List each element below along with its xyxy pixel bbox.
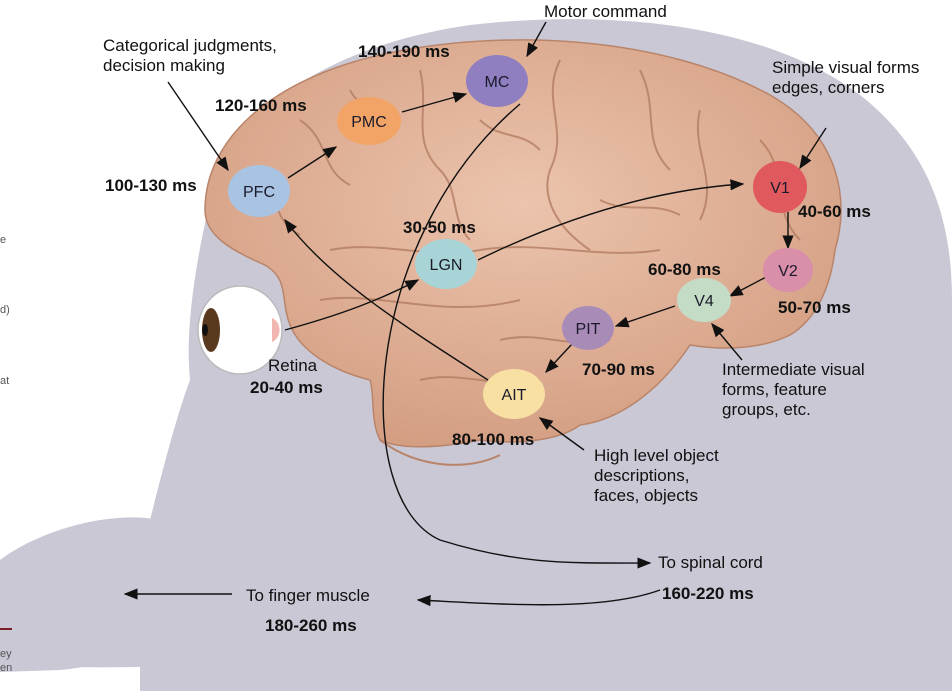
svg-text:LGN: LGN: [430, 257, 463, 274]
edge-text-fragment: e: [0, 234, 6, 247]
node-lgn: LGN: [415, 239, 477, 289]
annotation-high-level-object: High level object descriptions, faces, o…: [594, 446, 719, 506]
annotation-intermediate-visual: Intermediate visual forms, feature group…: [722, 360, 865, 420]
annotation-motor-command: Motor command: [544, 2, 667, 22]
node-pfc: PFC: [228, 165, 290, 217]
svg-text:MC: MC: [485, 74, 510, 91]
latency-pmc: 120-160 ms: [215, 96, 307, 116]
svg-text:V4: V4: [694, 293, 714, 310]
latency-pit: 70-90 ms: [582, 360, 655, 380]
annotation-categorical-judgments: Categorical judgments, decision making: [103, 36, 277, 76]
latency-mc: 140-190 ms: [358, 42, 450, 62]
node-pmc: PMC: [337, 97, 401, 145]
edge-text-fragment: ey: [0, 648, 12, 661]
annotation-simple-visual-forms: Simple visual forms edges, corners: [772, 58, 919, 98]
edge-text-fragment: d): [0, 304, 10, 317]
node-v2: V2: [763, 248, 813, 292]
svg-text:PIT: PIT: [576, 321, 601, 338]
node-v4: V4: [677, 278, 731, 322]
finger-muscle-label: To finger muscle: [246, 586, 370, 606]
svg-text:V1: V1: [770, 180, 790, 197]
edge-text-fragment: en: [0, 662, 12, 675]
svg-text:PMC: PMC: [351, 114, 387, 131]
node-mc: MC: [466, 55, 528, 107]
edge-rule: [0, 628, 12, 630]
finger-muscle-latency: 180-260 ms: [265, 616, 357, 636]
latency-v1: 40-60 ms: [798, 202, 871, 222]
svg-text:AIT: AIT: [502, 387, 527, 404]
latency-v4: 60-80 ms: [648, 260, 721, 280]
latency-v2: 50-70 ms: [778, 298, 851, 318]
retina-latency: 20-40 ms: [250, 378, 323, 398]
spinal-cord-latency: 160-220 ms: [662, 584, 754, 604]
svg-text:PFC: PFC: [243, 184, 275, 201]
node-ait: AIT: [483, 369, 545, 419]
svg-text:V2: V2: [778, 263, 798, 280]
latency-ait: 80-100 ms: [452, 430, 534, 450]
spinal-cord-label: To spinal cord: [658, 553, 763, 573]
latency-pfc: 100-130 ms: [105, 176, 197, 196]
node-pit: PIT: [562, 306, 614, 350]
edge-text-fragment: at: [0, 375, 9, 388]
latency-lgn: 30-50 ms: [403, 218, 476, 238]
retina-label: Retina: [268, 356, 317, 376]
